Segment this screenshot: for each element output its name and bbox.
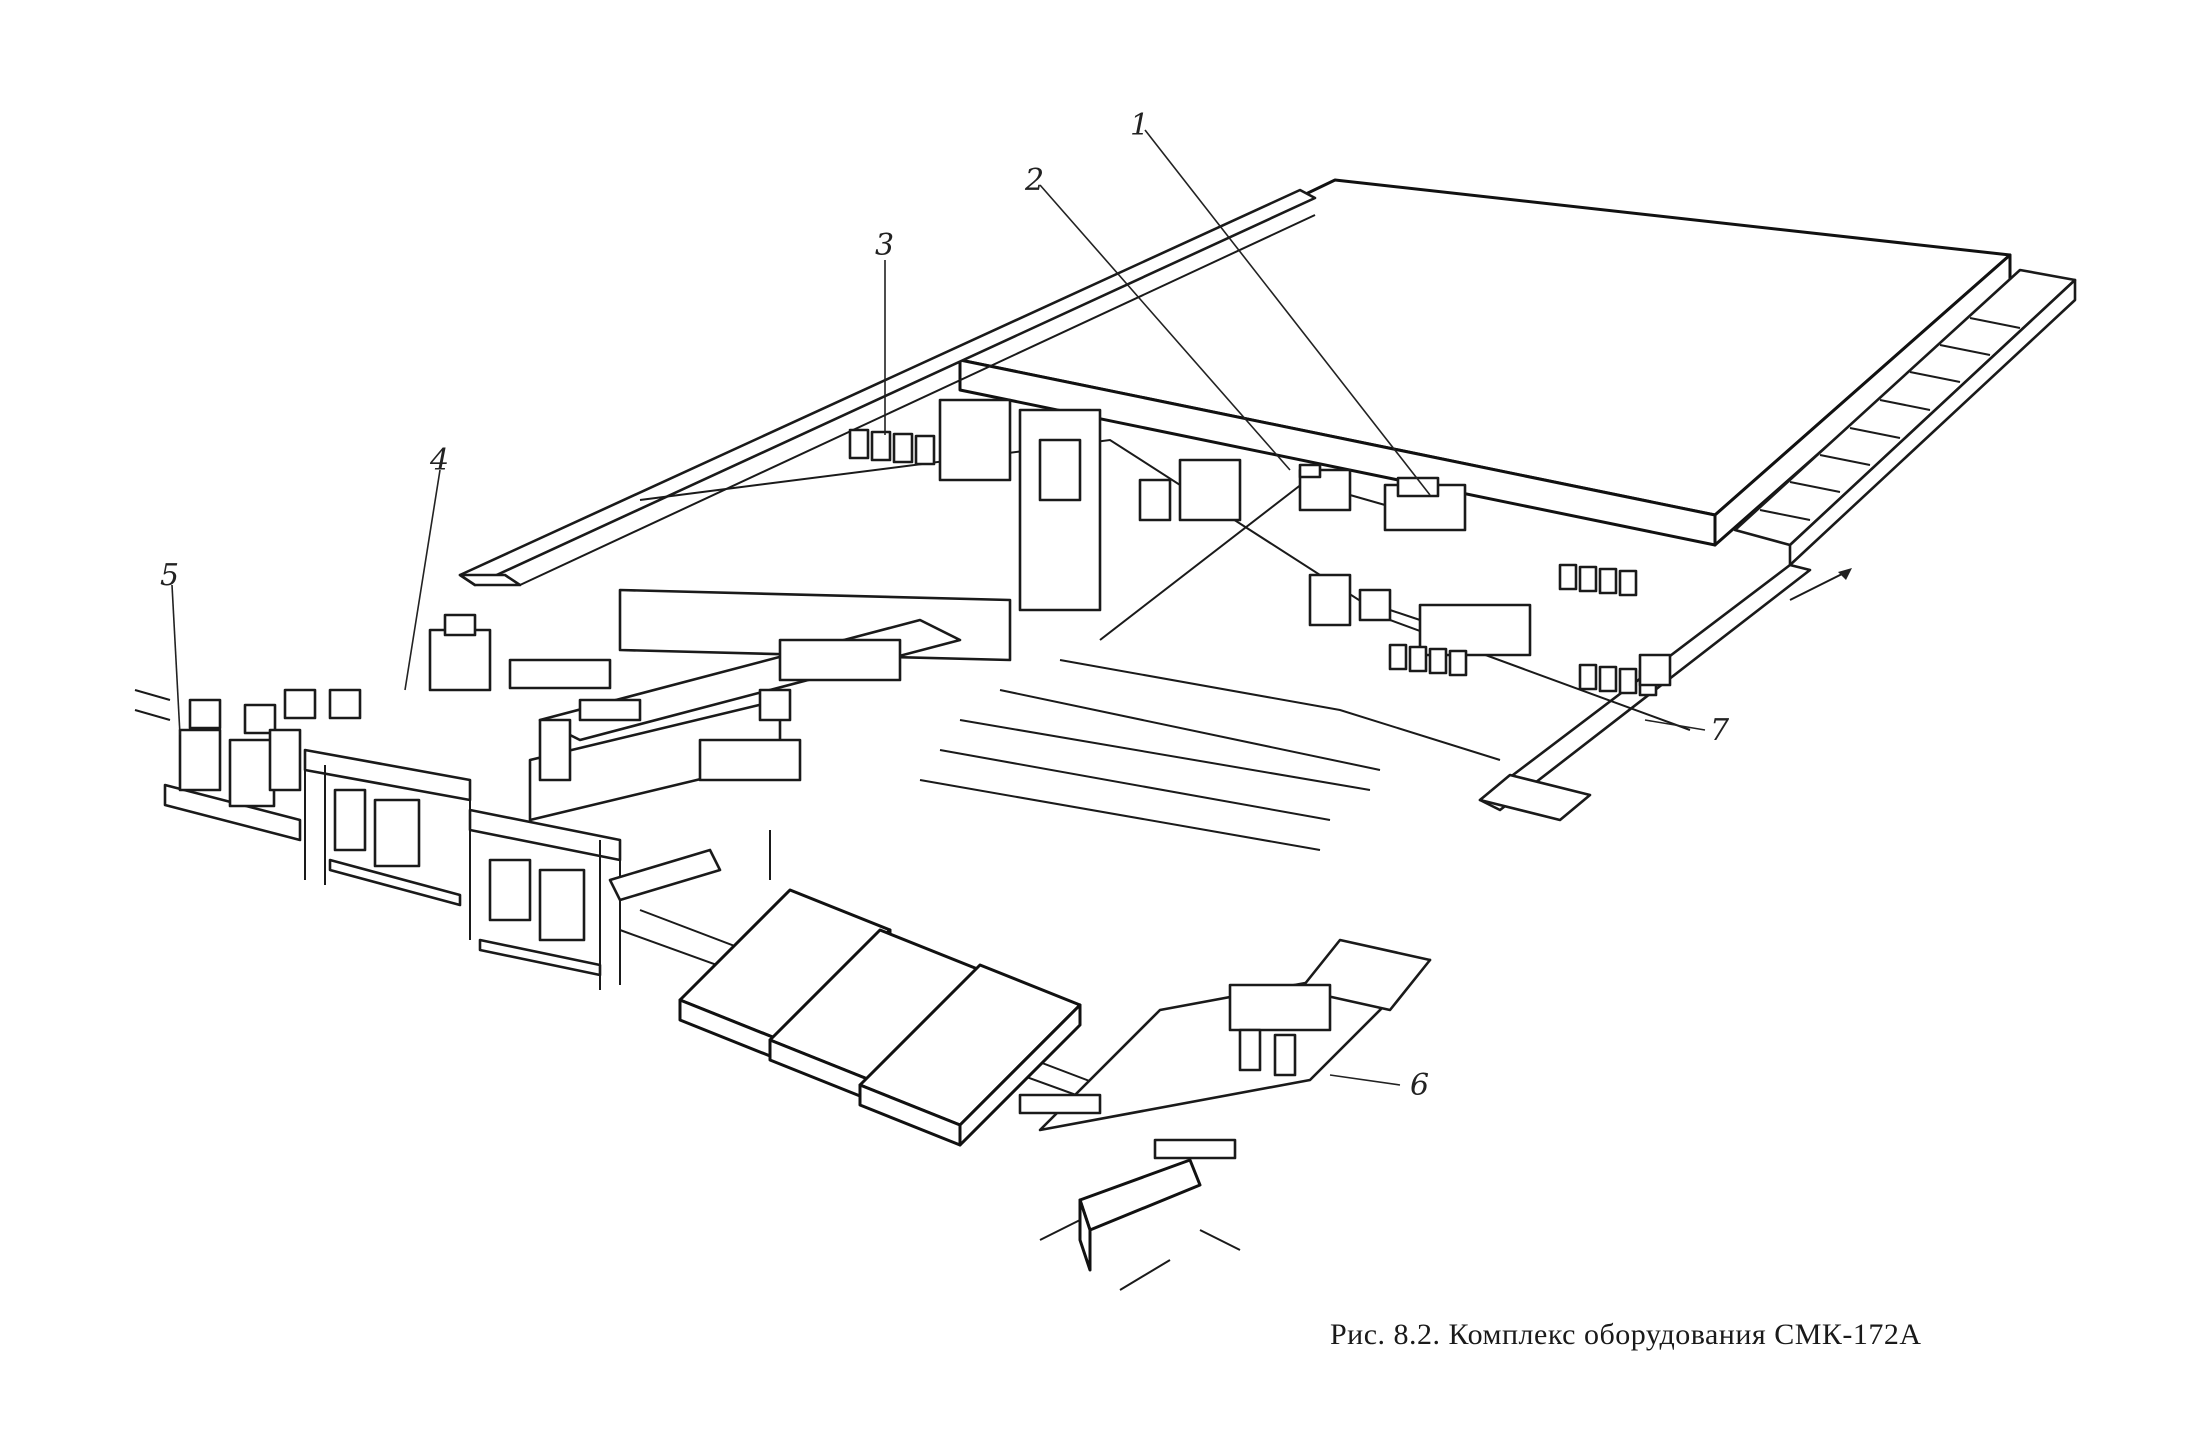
upper-rail [458, 188, 1317, 587]
equipment-group-3 [848, 398, 1102, 612]
callout-7: 7 [1710, 713, 1730, 748]
stack-group-5 [163, 688, 362, 842]
pallets [678, 888, 1082, 1147]
callout-4: 4 [429, 443, 449, 478]
equipment-group-1-2 [1138, 458, 1672, 697]
stack-group-frames [303, 748, 771, 990]
figure-caption: Рис. 8.2. Комплекс оборудования СМК-172А [1330, 1318, 1922, 1351]
leader-lines [171, 129, 1706, 1086]
callout-2: 2 [1024, 163, 1044, 198]
callout-6: 6 [1410, 1068, 1429, 1103]
callout-1: 1 [1130, 108, 1149, 143]
return-conveyor [1478, 268, 2077, 822]
callout-labels: 1 2 3 4 5 6 7 [160, 108, 1730, 1103]
forming-machine-4 [428, 588, 1012, 822]
callout-5: 5 [160, 558, 179, 593]
station-6 [1018, 938, 1432, 1291]
callout-3: 3 [875, 228, 894, 263]
work-floor [639, 438, 1691, 851]
large-slab [958, 178, 2012, 547]
